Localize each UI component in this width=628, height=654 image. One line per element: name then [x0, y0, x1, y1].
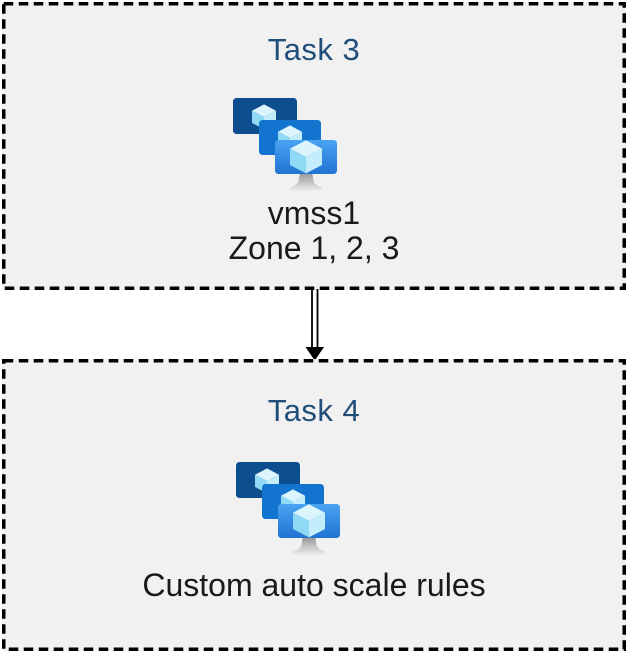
task3-caption: vmss1 Zone 1, 2, 3 — [2, 196, 626, 266]
task3-title: Task 3 — [267, 32, 361, 67]
vmss-zones-label: Zone 1, 2, 3 — [228, 230, 400, 266]
monitor-stand — [290, 172, 322, 191]
monitor-stand — [293, 536, 325, 555]
vm-scale-sets-icon — [233, 98, 337, 191]
vmss-name-label: vmss1 — [267, 195, 361, 231]
arrowhead-icon — [305, 347, 324, 361]
task4-title: Task 4 — [267, 393, 361, 428]
cube-icon — [293, 504, 325, 538]
cube-icon — [290, 140, 322, 174]
task4-caption: Custom auto scale rules — [2, 568, 626, 603]
vm-scale-sets-icon — [236, 462, 340, 555]
autoscale-rules-label: Custom auto scale rules — [142, 567, 486, 603]
task3-box: Task 3 — [2, 2, 626, 290]
down-arrow-connector — [305, 289, 324, 361]
task4-box: Task 4 — [2, 359, 626, 651]
